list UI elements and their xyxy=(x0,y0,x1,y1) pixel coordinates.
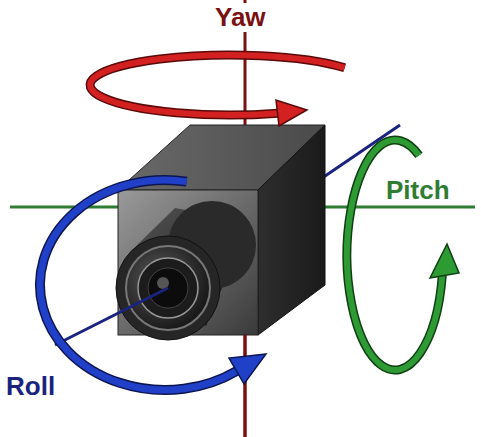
pitch-label: Pitch xyxy=(383,176,453,205)
camera-lens xyxy=(116,201,256,340)
yaw-arrow xyxy=(90,55,345,126)
camera-body xyxy=(118,125,325,335)
pitch-arrow xyxy=(347,140,459,370)
yaw-label: Yaw xyxy=(212,3,269,32)
roll-label: Roll xyxy=(3,372,58,401)
yaw-axis xyxy=(244,335,247,437)
roll-axis xyxy=(55,288,168,345)
roll-arrow xyxy=(40,180,266,390)
